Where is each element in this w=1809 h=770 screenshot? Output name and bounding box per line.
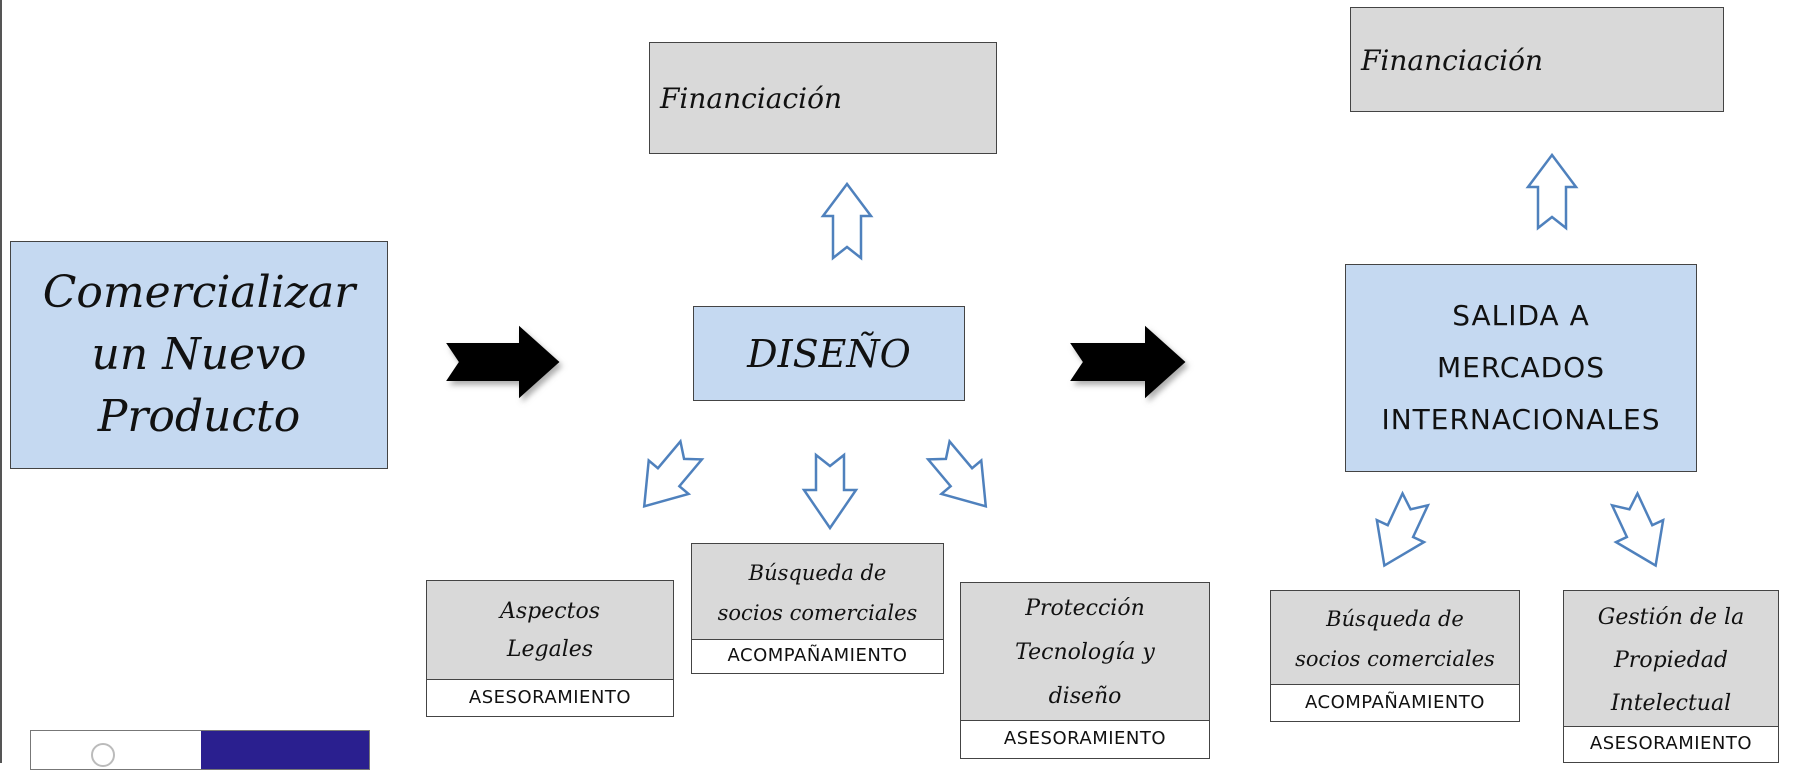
int-busqueda-socios-line-2: socios comerciales xyxy=(1295,647,1495,671)
int-busqueda-socios-card: Búsqueda de socios comerciales ACOMPAÑAM… xyxy=(1270,590,1520,722)
busqueda-socios-card: Búsqueda de socios comerciales ACOMPAÑAM… xyxy=(691,543,944,674)
internacional-line-2: MERCADOS xyxy=(1436,351,1605,384)
proteccion-card: Protección Tecnología y diseño ASESORAMI… xyxy=(960,582,1210,759)
down-right-arrow-internacional xyxy=(1609,490,1665,568)
logo-mark-icon xyxy=(91,743,115,767)
down-right-arrow-diseno xyxy=(925,438,988,509)
aspectos-legales-card: Aspectos Legales ASESORAMIENTO xyxy=(426,580,674,717)
page-edge xyxy=(0,0,2,763)
gestion-propiedad-card: Gestión de la Propiedad Intelectual ASES… xyxy=(1563,590,1779,763)
flow-arrow-1 xyxy=(446,325,560,399)
proteccion-line-1: Protección xyxy=(1025,596,1145,621)
main-goal-line-1: Comercializar xyxy=(42,267,356,318)
logo-strip xyxy=(30,730,370,770)
diseno-financiacion-box: Financiación xyxy=(649,42,997,154)
up-arrow-internacional xyxy=(1525,152,1579,231)
internacional-financiacion-box: Financiación xyxy=(1350,7,1724,112)
down-left-arrow-internacional xyxy=(1375,490,1431,568)
aspectos-legales-line-1: Aspectos xyxy=(500,599,600,624)
aspectos-legales-footer: ASESORAMIENTO xyxy=(427,679,673,716)
internacional-line-3: INTERNACIONALES xyxy=(1381,403,1661,436)
diseno-box: DISEÑO xyxy=(693,306,965,401)
gestion-propiedad-line-1: Gestión de la xyxy=(1597,604,1745,630)
proteccion-footer: ASESORAMIENTO xyxy=(961,720,1209,758)
logo-block xyxy=(201,731,369,769)
busqueda-socios-line-2: socios comerciales xyxy=(717,601,918,625)
main-goal-line-3: Producto xyxy=(97,391,301,442)
internacional-box: SALIDA A MERCADOS INTERNACIONALES xyxy=(1345,264,1697,472)
up-arrow-diseno xyxy=(820,181,874,261)
int-busqueda-socios-footer: ACOMPAÑAMIENTO xyxy=(1271,684,1519,721)
internacional-financiacion-label: Financiación xyxy=(1361,44,1543,77)
int-busqueda-socios-line-1: Búsqueda de xyxy=(1326,607,1464,631)
aspectos-legales-line-2: Legales xyxy=(506,637,594,662)
down-arrow-diseno-center xyxy=(801,452,859,531)
gestion-propiedad-footer: ASESORAMIENTO xyxy=(1564,726,1778,762)
diseno-financiacion-label: Financiación xyxy=(660,82,842,115)
busqueda-socios-line-1: Búsqueda de xyxy=(748,561,887,585)
proteccion-line-2: Tecnología y xyxy=(1015,640,1155,665)
flow-arrow-2 xyxy=(1070,325,1186,399)
diseno-label: DISEÑO xyxy=(747,331,911,376)
main-goal-line-2: un Nuevo xyxy=(91,329,307,380)
main-goal-box: Comercializar un Nuevo Producto xyxy=(10,241,388,469)
gestion-propiedad-line-3: Intelectual xyxy=(1610,690,1732,716)
busqueda-socios-footer: ACOMPAÑAMIENTO xyxy=(692,639,943,673)
gestion-propiedad-line-2: Propiedad xyxy=(1614,647,1728,673)
internacional-line-1: SALIDA A xyxy=(1452,299,1590,332)
proteccion-line-3: diseño xyxy=(1048,684,1122,709)
down-left-arrow-diseno xyxy=(642,438,705,509)
